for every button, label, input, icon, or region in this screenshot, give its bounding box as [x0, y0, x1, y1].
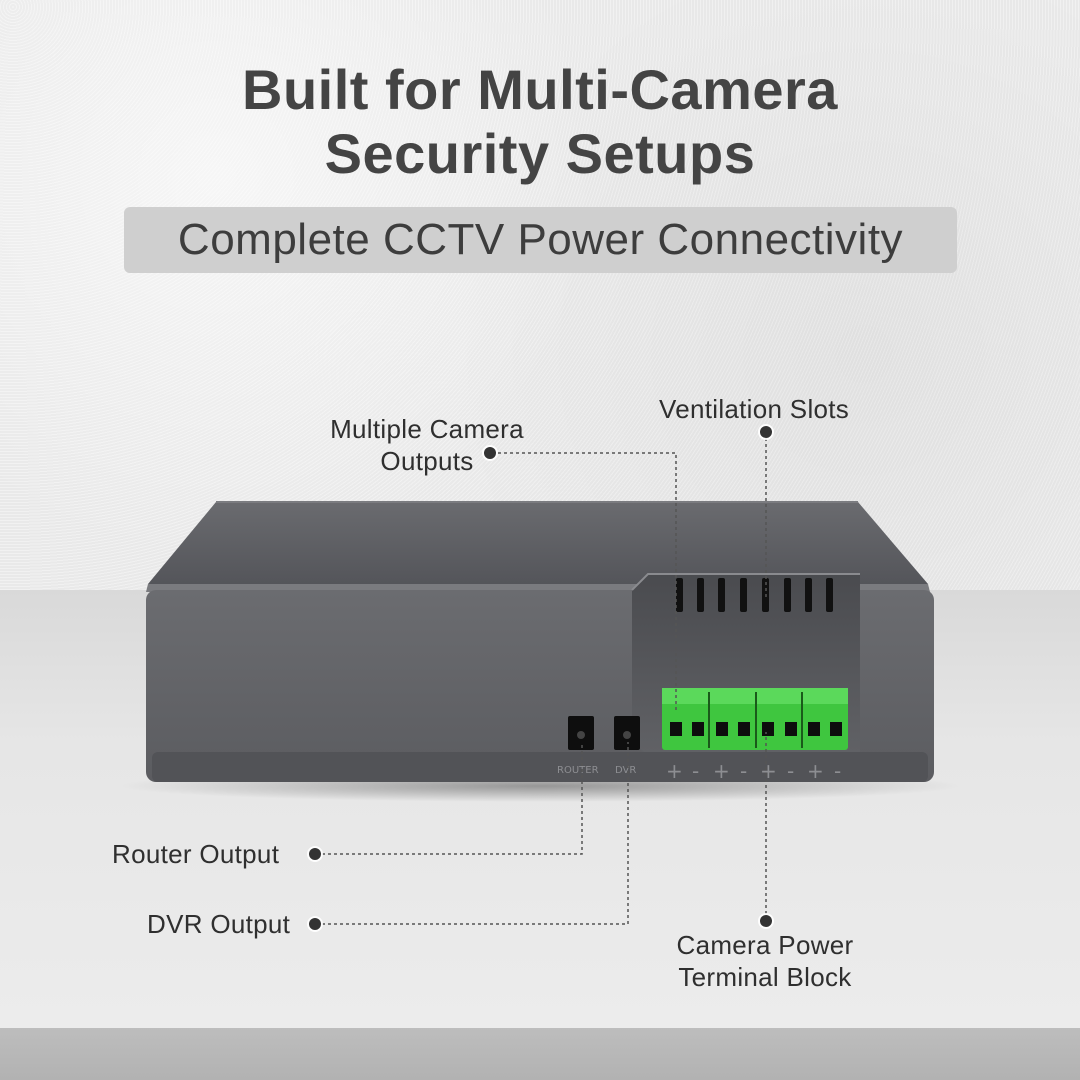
ventilation-slots — [676, 578, 833, 612]
terminal-hole — [716, 722, 728, 736]
device-front-lower-band — [152, 752, 928, 782]
router-leader — [322, 742, 583, 855]
polarity-mark: + — [713, 759, 730, 783]
polarity-mark: - — [740, 759, 747, 783]
polarity-mark: + — [807, 759, 824, 783]
multiple-camera-outputs-label: Multiple Camera Outputs — [312, 413, 542, 477]
terminal-hole — [762, 722, 774, 736]
dvr-jack-pin — [623, 731, 631, 739]
camera-outputs-line-2: Outputs — [380, 446, 474, 476]
terminal-dot — [760, 915, 772, 927]
background-wall — [0, 0, 1080, 590]
vent-slot — [697, 578, 704, 612]
terminal-hole — [830, 722, 842, 736]
terminal-divider — [801, 692, 803, 748]
recess-rim — [631, 573, 860, 591]
vent-slot — [676, 578, 683, 612]
dvr-output-label: DVR Output — [147, 909, 291, 939]
terminal-label-line-2: Terminal Block — [678, 962, 852, 992]
ventilation-dot — [760, 426, 772, 438]
polarity-mark: + — [760, 759, 777, 783]
terminal-hole — [785, 722, 797, 736]
headline-line-1: Built for Multi-Camera — [242, 58, 838, 121]
vent-slot — [784, 578, 791, 612]
floor-edge — [0, 1028, 1080, 1080]
polarity-mark: + — [666, 759, 683, 783]
router-jack — [568, 716, 594, 750]
headline-line-2: Security Setups — [324, 122, 756, 185]
polarity-mark: - — [787, 759, 794, 783]
terminal-hole — [738, 722, 750, 736]
dvr-port-label: DVR — [615, 765, 636, 776]
vent-slot — [740, 578, 747, 612]
camera-outputs-dot — [484, 447, 496, 459]
headline: Built for Multi-Camera Security Setups — [0, 58, 1080, 186]
router-dot — [309, 848, 321, 860]
camera-outputs-leader — [498, 452, 677, 712]
camera-terminal-block — [662, 688, 848, 750]
vent-slot — [826, 578, 833, 612]
terminal-hole — [692, 722, 704, 736]
terminal-hole — [808, 722, 820, 736]
vent-slot — [718, 578, 725, 612]
terminal-divider — [708, 692, 710, 748]
camera-outputs-line-1: Multiple Camera — [330, 414, 524, 444]
terminal-hole — [670, 722, 682, 736]
dvr-dot — [309, 918, 321, 930]
ventilation-slots-label: Ventilation Slots — [659, 394, 850, 424]
polarity-mark: - — [834, 759, 841, 783]
terminal-label-line-1: Camera Power — [676, 930, 854, 960]
router-output-label: Router Output — [112, 839, 280, 869]
dvr-jack — [614, 716, 640, 750]
subtitle-pill — [124, 207, 957, 273]
polarity-mark: - — [692, 759, 699, 783]
terminal-divider — [755, 692, 757, 748]
router-jack-pin — [577, 731, 585, 739]
device-top-face — [148, 502, 928, 584]
dvr-leader — [322, 742, 629, 925]
vent-slot — [805, 578, 812, 612]
camera-power-terminal-label: Camera Power Terminal Block — [650, 929, 880, 993]
router-port-label: ROUTER — [557, 765, 599, 776]
subtitle: Complete CCTV Power Connectivity — [177, 215, 904, 264]
